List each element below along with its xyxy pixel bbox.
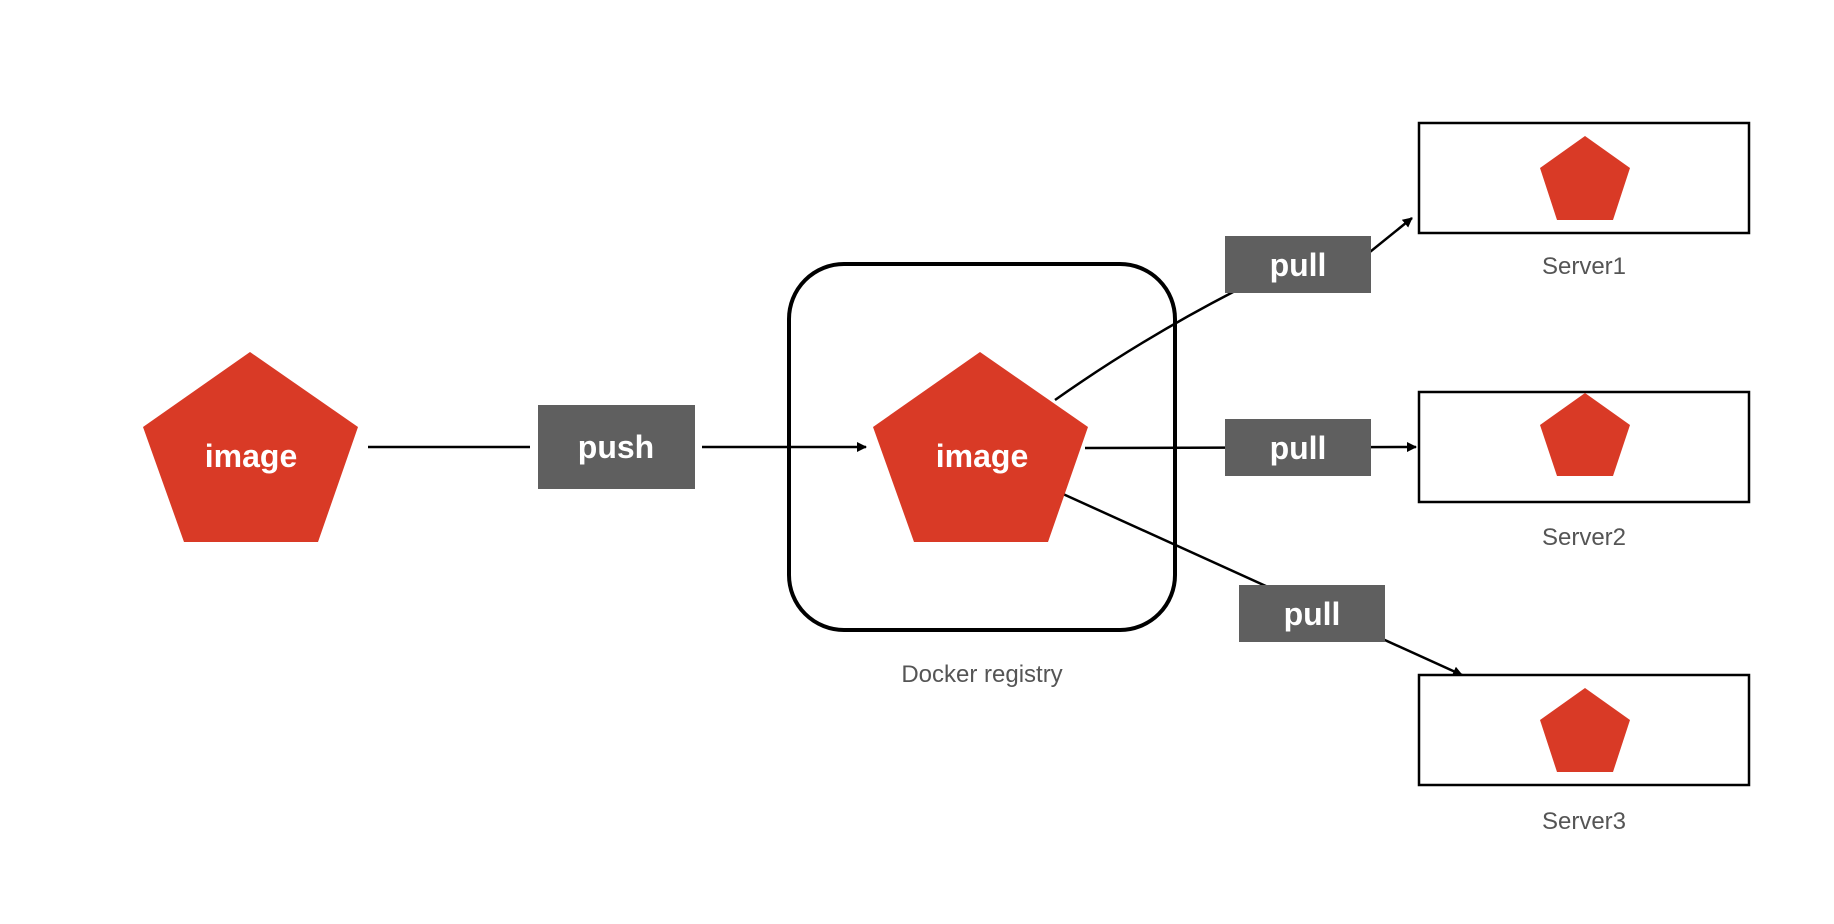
pull-label-3: pull bbox=[1284, 596, 1341, 632]
server-caption-1: Server1 bbox=[1542, 253, 1626, 280]
server-2: Server2 bbox=[1417, 390, 1751, 551]
registry-caption: Docker registry bbox=[901, 661, 1062, 688]
registry-image-pentagon bbox=[873, 352, 1088, 542]
push-label: push bbox=[578, 429, 654, 465]
server-1: Server1 bbox=[1417, 121, 1751, 280]
server-image-pentagon-3 bbox=[1540, 688, 1630, 772]
pull-arrow-server3 bbox=[1062, 492, 1463, 677]
pull-label-box-2: pull bbox=[1225, 419, 1371, 476]
docker-registry: image Docker registry bbox=[787, 262, 1177, 688]
server-caption-3: Server3 bbox=[1542, 808, 1626, 835]
server-caption-2: Server2 bbox=[1542, 524, 1626, 551]
pull-label-box-1: pull bbox=[1225, 236, 1371, 293]
server-image-pentagon-1 bbox=[1540, 136, 1630, 220]
pull-label-1: pull bbox=[1270, 247, 1327, 283]
registry-image-label: image bbox=[936, 438, 1028, 474]
pull-label-2: pull bbox=[1270, 430, 1327, 466]
server-3: Server3 bbox=[1417, 673, 1751, 835]
source-image-pentagon bbox=[143, 352, 358, 542]
push-label-box: push bbox=[538, 405, 695, 489]
registry-box bbox=[787, 262, 1177, 632]
source-image-label: image bbox=[205, 438, 297, 474]
pull-label-box-3: pull bbox=[1239, 585, 1385, 642]
server-image-pentagon-2 bbox=[1540, 393, 1630, 476]
source-image-node: image bbox=[143, 352, 358, 542]
